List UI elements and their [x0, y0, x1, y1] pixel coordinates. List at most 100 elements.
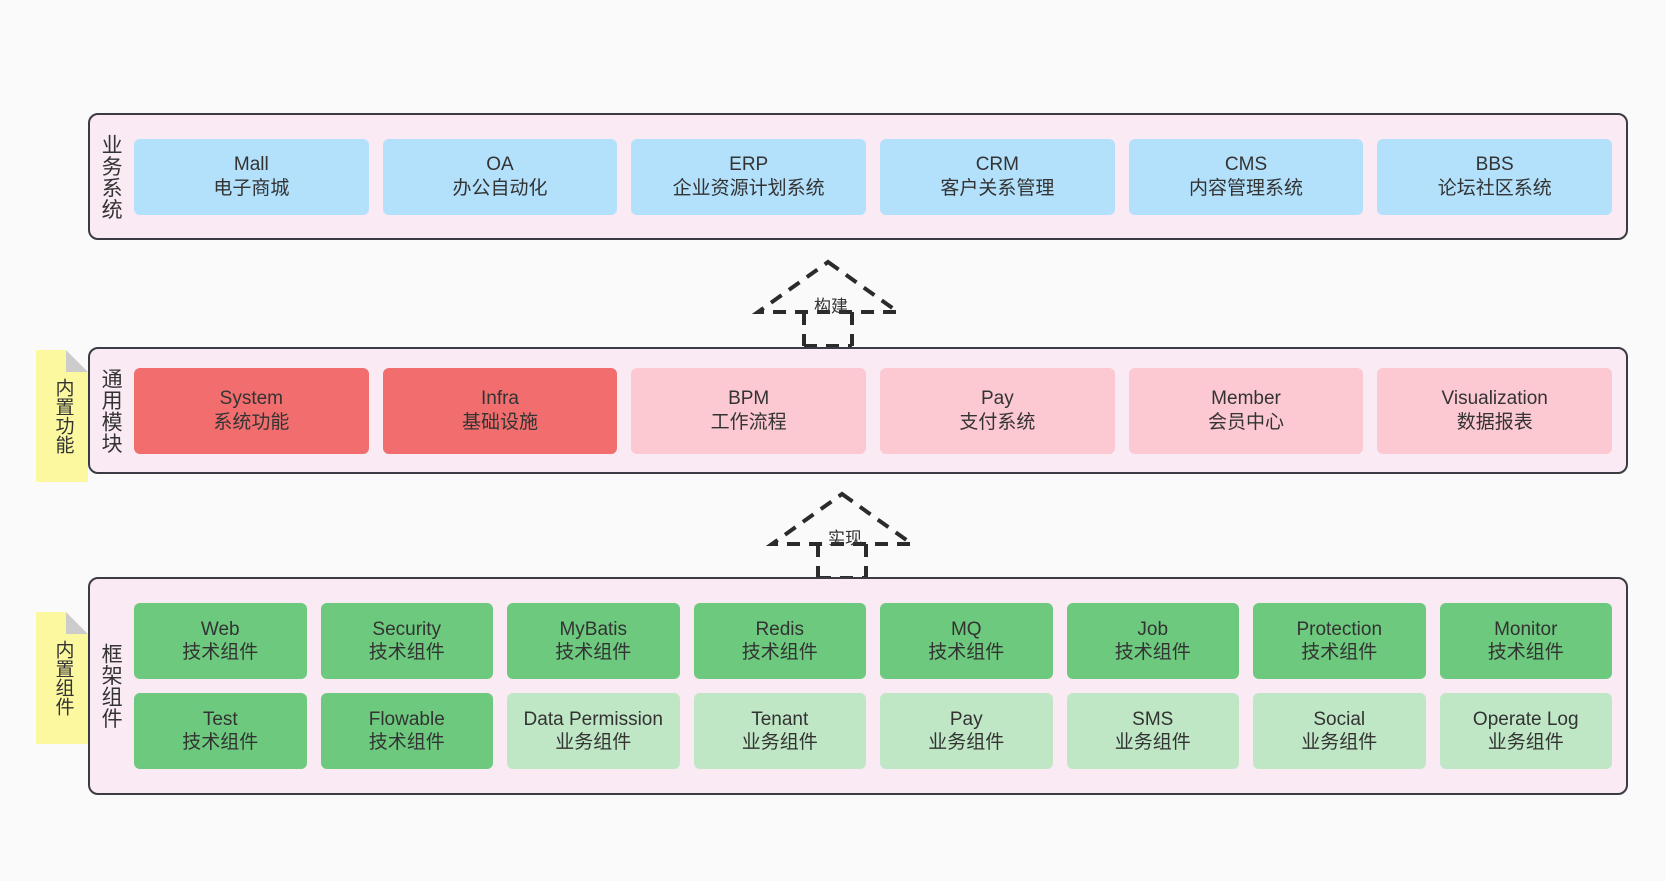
card-bbs[interactable]: BBS 论坛社区系统 [1377, 138, 1613, 215]
card-crm-subtitle: 客户关系管理 [940, 177, 1055, 199]
card-bpm[interactable]: BPM 工作流程 [631, 367, 867, 454]
card-protection-title: Protection [1296, 618, 1383, 640]
card-erp-subtitle: 企业资源计划系统 [672, 177, 825, 199]
card-social[interactable]: Social 业务组件 [1253, 693, 1426, 769]
card-test[interactable]: Test 技术组件 [134, 693, 307, 769]
card-redis-title: Redis [755, 618, 805, 640]
note-fold-corner-icon [66, 350, 88, 372]
card-erp-title: ERP [729, 154, 769, 176]
connector-build-label: 构建 [814, 297, 848, 316]
connector-implement-label: 实现 [828, 529, 862, 548]
layer-business-systems-label: 业务系统 [99, 133, 123, 220]
card-redis[interactable]: Redis 技术组件 [693, 603, 866, 679]
card-job[interactable]: Job 技术组件 [1066, 603, 1239, 679]
card-oa-title: OA [486, 154, 514, 176]
card-monitor[interactable]: Monitor 技术组件 [1439, 603, 1612, 679]
card-visualization[interactable]: Visualization 数据报表 [1377, 367, 1613, 454]
card-cms[interactable]: CMS 内容管理系统 [1128, 138, 1364, 215]
layer-general-modules-label: 通用模块 [99, 367, 123, 454]
note-builtin-features-label: 内置功能 [52, 378, 74, 454]
card-monitor-subtitle: 技术组件 [1487, 642, 1564, 663]
business-systems-card-row: Mall 电子商城 OA 办公自动化 ERP 企业资源计划系统 CRM 客户关系… [130, 115, 1626, 238]
card-test-subtitle: 技术组件 [182, 732, 259, 753]
card-social-title: Social [1313, 708, 1366, 730]
card-bbs-title: BBS [1475, 154, 1514, 176]
card-web-title: Web [200, 618, 240, 640]
card-mq[interactable]: MQ 技术组件 [880, 603, 1053, 679]
card-oa[interactable]: OA 办公自动化 [382, 138, 618, 215]
card-tenant[interactable]: Tenant 业务组件 [693, 693, 866, 769]
general-modules-card-row: System 系统功能 Infra 基础设施 BPM 工作流程 Pay 支付系统… [130, 349, 1626, 472]
card-infra-title: Infra [480, 388, 520, 410]
card-system-title: System [219, 388, 284, 410]
card-protection[interactable]: Protection 技术组件 [1253, 603, 1426, 679]
card-pay-component[interactable]: Pay 业务组件 [880, 693, 1053, 769]
card-crm[interactable]: CRM 客户关系管理 [880, 138, 1115, 215]
card-redis-subtitle: 技术组件 [741, 642, 818, 663]
note-builtin-components: 内置组件 [36, 612, 88, 744]
card-sms[interactable]: SMS 业务组件 [1066, 693, 1239, 769]
framework-tech-row: Web 技术组件 Security 技术组件 MyBatis 技术组件 Redi… [134, 603, 1612, 679]
card-operate-log-subtitle: 业务组件 [1487, 732, 1564, 753]
card-operate-log[interactable]: Operate Log 业务组件 [1439, 693, 1612, 769]
card-erp[interactable]: ERP 企业资源计划系统 [631, 138, 867, 215]
card-member-subtitle: 会员中心 [1208, 411, 1285, 433]
card-web-subtitle: 技术组件 [182, 642, 259, 663]
card-security-subtitle: 技术组件 [368, 642, 445, 663]
note-builtin-components-label: 内置组件 [52, 640, 74, 716]
framework-components-grid: Web 技术组件 Security 技术组件 MyBatis 技术组件 Redi… [130, 579, 1626, 793]
card-cms-subtitle: 内容管理系统 [1189, 177, 1304, 199]
card-job-title: Job [1137, 618, 1169, 640]
card-social-subtitle: 业务组件 [1301, 732, 1378, 753]
card-member[interactable]: Member 会员中心 [1128, 367, 1364, 454]
connector-build: 构建 [751, 256, 908, 348]
connector-implement: 实现 [765, 488, 922, 580]
card-visualization-title: Visualization [1441, 388, 1548, 410]
card-security-title: Security [372, 618, 442, 640]
card-infra-subtitle: 基础设施 [462, 411, 539, 433]
card-mall[interactable]: Mall 电子商城 [134, 138, 369, 215]
card-tenant-title: Tenant [751, 708, 809, 730]
card-bpm-subtitle: 工作流程 [710, 411, 787, 433]
card-pay-module-title: Pay [980, 388, 1014, 410]
card-mall-title: Mall [233, 154, 269, 176]
card-mybatis-subtitle: 技术组件 [555, 642, 632, 663]
layer-framework-components: 框架组件 Web 技术组件 Security 技术组件 MyBatis 技术组件… [88, 577, 1628, 795]
card-operate-log-title: Operate Log [1472, 708, 1579, 730]
card-flowable-title: Flowable [368, 708, 445, 730]
card-member-title: Member [1211, 388, 1281, 410]
card-mybatis-title: MyBatis [559, 618, 628, 640]
card-infra[interactable]: Infra 基础设施 [382, 367, 618, 454]
card-pay-component-title: Pay [949, 708, 983, 730]
card-sms-title: SMS [1132, 708, 1174, 730]
card-pay-module-subtitle: 支付系统 [959, 411, 1036, 433]
card-mall-subtitle: 电子商城 [213, 177, 290, 199]
card-system[interactable]: System 系统功能 [134, 367, 369, 454]
framework-business-row: Test 技术组件 Flowable 技术组件 Data Permission … [134, 693, 1612, 769]
card-web[interactable]: Web 技术组件 [134, 603, 307, 679]
card-visualization-subtitle: 数据报表 [1456, 411, 1533, 433]
card-mybatis[interactable]: MyBatis 技术组件 [507, 603, 680, 679]
card-flowable-subtitle: 技术组件 [368, 732, 445, 753]
card-data-permission-subtitle: 业务组件 [555, 732, 632, 753]
card-pay-module[interactable]: Pay 支付系统 [880, 367, 1115, 454]
card-bpm-title: BPM [728, 388, 770, 410]
card-flowable[interactable]: Flowable 技术组件 [320, 693, 493, 769]
card-pay-component-subtitle: 业务组件 [928, 732, 1005, 753]
card-protection-subtitle: 技术组件 [1301, 642, 1378, 663]
note-fold-corner-icon-2 [66, 612, 88, 634]
card-security[interactable]: Security 技术组件 [320, 603, 493, 679]
card-system-subtitle: 系统功能 [213, 411, 290, 433]
card-monitor-title: Monitor [1494, 618, 1558, 640]
card-sms-subtitle: 业务组件 [1114, 732, 1191, 753]
note-builtin-features: 内置功能 [36, 350, 88, 482]
card-job-subtitle: 技术组件 [1114, 642, 1191, 663]
card-test-title: Test [202, 708, 238, 730]
card-crm-title: CRM [975, 154, 1019, 176]
card-data-permission[interactable]: Data Permission 业务组件 [507, 693, 680, 769]
card-cms-title: CMS [1224, 154, 1268, 176]
layer-business-systems: 业务系统 Mall 电子商城 OA 办公自动化 ERP 企业资源计划系统 CRM… [88, 113, 1628, 240]
layer-framework-components-label: 框架组件 [99, 643, 123, 729]
layer-general-modules: 通用模块 System 系统功能 Infra 基础设施 BPM 工作流程 Pay… [88, 347, 1628, 474]
